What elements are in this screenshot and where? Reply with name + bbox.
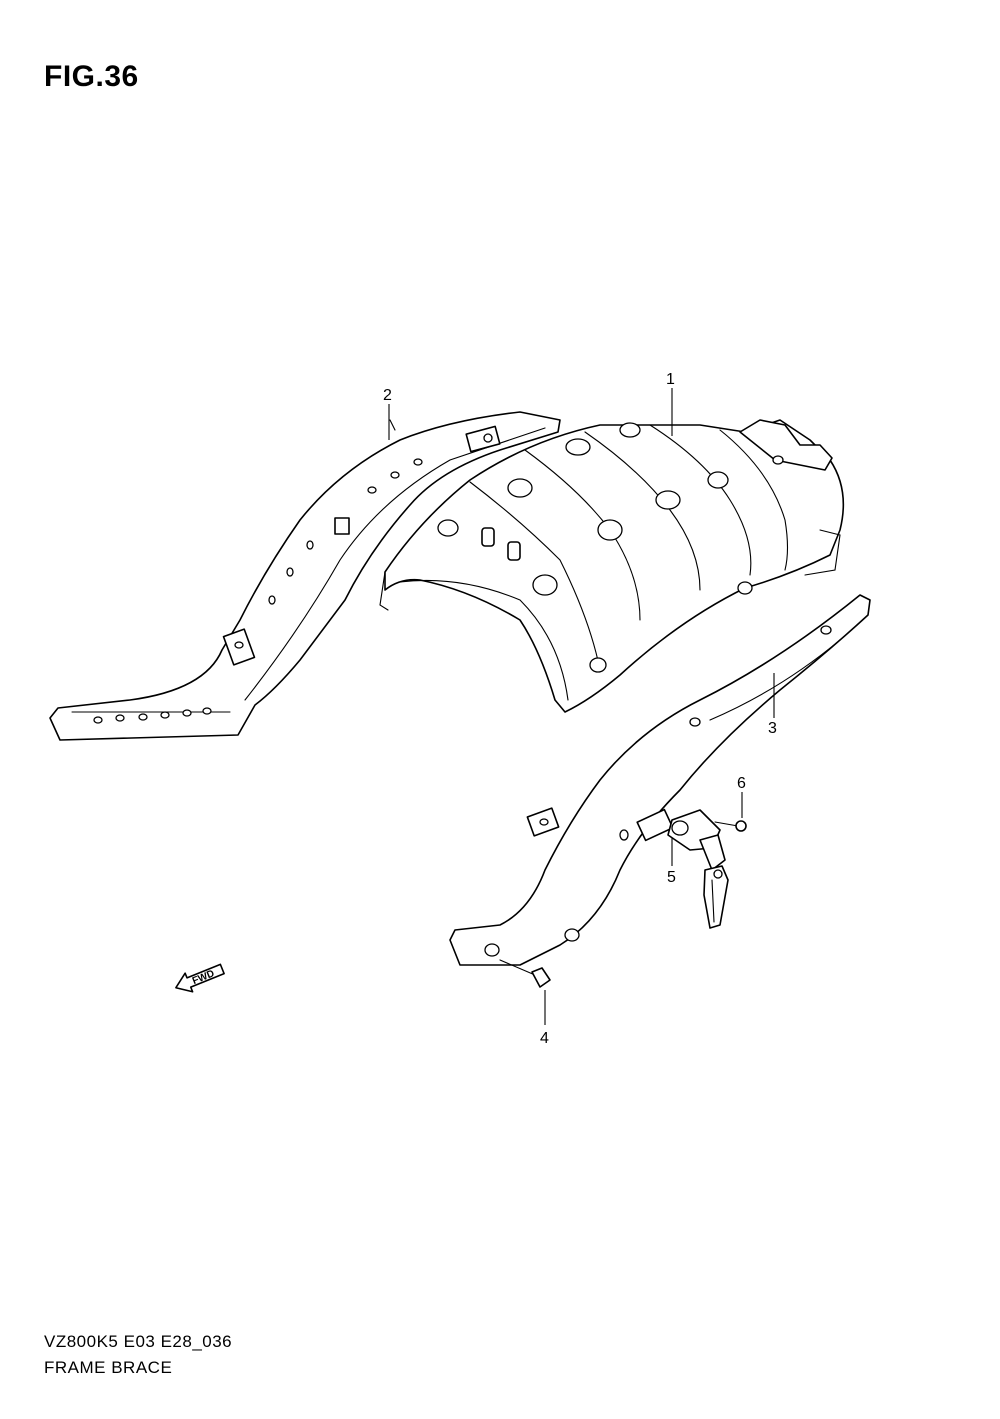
figure-title: FIG.36 [44, 60, 139, 93]
fwd-label: FWD [191, 968, 216, 987]
model-code: VZ800K5 E03 E28_036 [44, 1332, 233, 1351]
callout-leaders [388, 388, 775, 1025]
part-1-hole-pattern [437, 422, 753, 673]
fwd-direction-marker: FWD [175, 963, 225, 993]
part-4-bolt [499, 959, 551, 988]
part-2-left-frame-brace [49, 411, 561, 741]
callout-1: 1 [666, 371, 675, 388]
callout-3: 3 [768, 720, 777, 737]
part-5-helmet-lock [667, 809, 729, 929]
callout-4: 4 [540, 1030, 549, 1047]
callout-5: 5 [667, 869, 676, 886]
part-3-right-frame-brace [449, 594, 871, 966]
forward-arrow-icon [175, 963, 225, 993]
part-2-hole-row [93, 458, 423, 724]
part-1-rear-fender [379, 419, 845, 713]
callout-6: 6 [737, 775, 746, 792]
part-6-screw [714, 820, 747, 832]
section-name: FRAME BRACE [44, 1358, 173, 1377]
callout-2: 2 [383, 387, 392, 404]
